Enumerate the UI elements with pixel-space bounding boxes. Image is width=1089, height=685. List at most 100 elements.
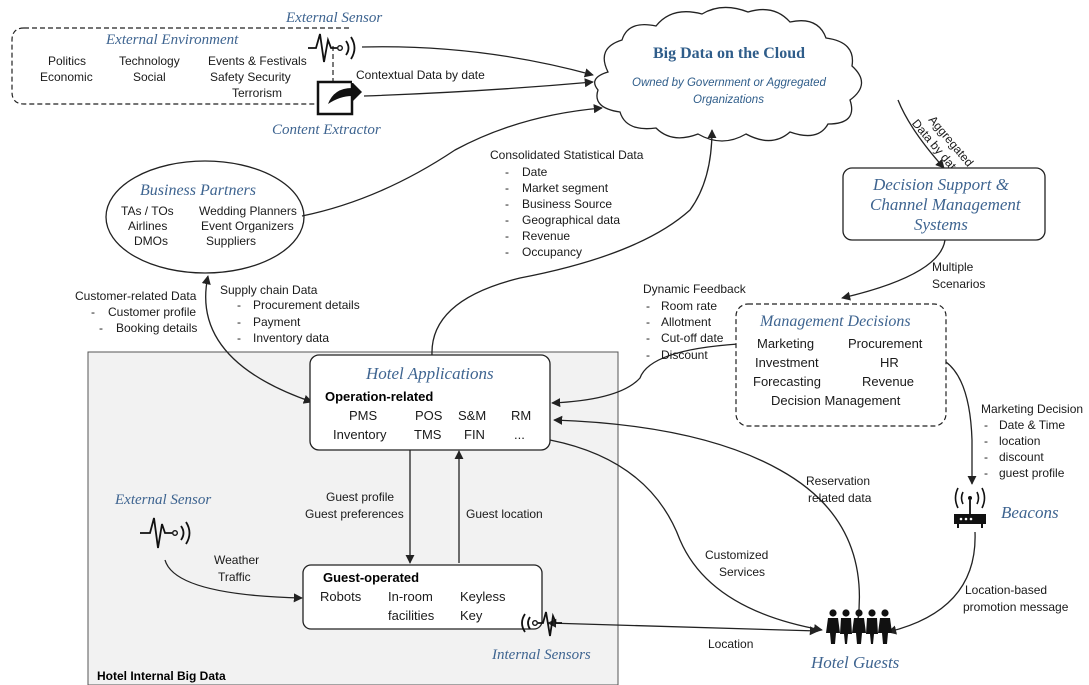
app-inventory: Inventory: [333, 427, 387, 442]
hotel-applications-title: Hotel Applications: [365, 364, 494, 383]
mgmt-to-beacons-arrow: [945, 361, 977, 485]
consolidated-dash-3: -: [505, 213, 509, 227]
multiple-scenarios-2: Scenarios: [932, 277, 985, 291]
weather-label-2: Traffic: [218, 570, 251, 584]
app-pos: POS: [415, 408, 443, 423]
external-sensor-top-label: External Sensor: [285, 10, 382, 26]
env-technology: Technology: [119, 54, 180, 68]
go-inroom: In-room: [388, 589, 433, 604]
app-more: ...: [514, 427, 525, 442]
contextual-arrow-bottom: [363, 78, 594, 97]
md-procurement: Procurement: [848, 336, 923, 351]
consolidated-dash-5: -: [505, 245, 509, 259]
location-promo-1: Location-based: [965, 583, 1047, 597]
md-marketing: Marketing: [757, 336, 814, 351]
customer-data-title: Customer-related Data: [75, 289, 197, 303]
feedback-dash-1: -: [646, 315, 650, 329]
customized-label-2: Services: [719, 565, 765, 579]
hotel-to-cloud-arrow: [431, 129, 717, 356]
md-item-0: Date & Time: [999, 418, 1065, 432]
multiple-scenarios-1: Multiple: [932, 260, 974, 274]
supply-chain-title: Supply chain Data: [220, 283, 318, 297]
feedback-item-2: Cut-off date: [661, 331, 724, 345]
external-environment-box: [11, 27, 350, 105]
mgmt-to-hotel-arrow: [551, 343, 739, 408]
consolidated-dash-0: -: [505, 165, 509, 179]
md-investment: Investment: [755, 355, 819, 370]
customer-item-1: Booking details: [116, 321, 197, 335]
guest-profile-label-2: Guest preferences: [305, 507, 404, 521]
customized-services-arrow: [549, 439, 823, 634]
app-pms: PMS: [349, 408, 378, 423]
go-keyless: Keyless: [460, 589, 506, 604]
internal-sensors-label: Internal Sensors: [491, 647, 591, 663]
location-arrow: [547, 618, 819, 636]
bp-suppliers: Suppliers: [206, 234, 256, 248]
consolidated-item-3: Geographical data: [522, 213, 620, 227]
md-item-1: location: [999, 434, 1040, 448]
contextual-arrow-top: [361, 46, 594, 78]
md-item-dash-2: -: [984, 450, 988, 464]
md-forecasting: Forecasting: [753, 374, 821, 389]
app-sm: S&M: [458, 408, 486, 423]
supply-dash-2: -: [237, 331, 241, 345]
hotel-internal-label: Hotel Internal Big Data: [97, 669, 226, 683]
env-events: Events & Festivals: [208, 54, 307, 68]
md-item-dash-0: -: [984, 418, 988, 432]
customer-dash-0: -: [91, 305, 95, 319]
cloud-subtitle-1: Owned by Government or Aggregated: [632, 77, 827, 89]
feedback-item-3: Discount: [661, 348, 708, 362]
guest-location-label: Guest location: [466, 507, 543, 521]
dss-line3: Systems: [914, 215, 968, 234]
sensor-inner-icon: [140, 517, 191, 549]
supply-dash-0: -: [237, 298, 241, 312]
bp-tas: TAs / TOs: [121, 204, 174, 218]
reservation-label-1: Reservation: [806, 474, 870, 488]
bp-to-cloud-arrow: [301, 104, 603, 217]
md-item-2: discount: [999, 450, 1044, 464]
hotel-guests-label: Hotel Guests: [810, 653, 900, 672]
bp-wedding: Wedding Planners: [199, 204, 297, 218]
consolidated-item-4: Revenue: [522, 229, 570, 243]
app-tms: TMS: [414, 427, 442, 442]
beacons-label: Beacons: [1001, 503, 1059, 522]
md-item-dash-1: -: [984, 434, 988, 448]
feedback-item-0: Room rate: [661, 299, 717, 313]
env-terrorism: Terrorism: [232, 86, 282, 100]
supply-item-2: Inventory data: [253, 331, 329, 345]
env-politics: Politics: [48, 54, 86, 68]
consolidated-item-0: Date: [522, 165, 548, 179]
guest-profile-label-1: Guest profile: [326, 490, 394, 504]
cloud-title: Big Data on the Cloud: [653, 45, 805, 62]
marketing-decision-title: Marketing Decision: [981, 402, 1083, 416]
location-promo-2: promotion message: [963, 600, 1069, 614]
content-extractor-label: Content Extractor: [272, 122, 381, 138]
consolidated-list: - Date - Market segment - Business Sourc…: [505, 165, 620, 259]
sensor-wave-icon: [308, 33, 356, 63]
consolidated-item-1: Market segment: [522, 181, 609, 195]
bp-event: Event Organizers: [201, 219, 294, 233]
business-partners-ellipse: [105, 160, 305, 274]
consolidated-dash-2: -: [505, 197, 509, 211]
md-item-3: guest profile: [999, 466, 1065, 480]
go-robots: Robots: [320, 589, 362, 604]
supply-item-1: Payment: [253, 315, 301, 329]
guest-operated-title: Guest-operated: [323, 570, 419, 585]
reservation-label-2: related data: [808, 491, 872, 505]
feedback-dash-2: -: [646, 331, 650, 345]
contextual-label-bg: [352, 66, 502, 83]
md-revenue: Revenue: [862, 374, 914, 389]
decision-support-box: [842, 167, 1046, 241]
customer-dash-1: -: [99, 321, 103, 335]
business-partners-title: Business Partners: [140, 182, 256, 199]
env-safety: Safety Security: [210, 70, 291, 84]
supply-item-0: Procurement details: [253, 298, 360, 312]
env-social: Social: [133, 70, 166, 84]
app-rm: RM: [511, 408, 531, 423]
management-decisions-box: [735, 303, 947, 427]
operation-related-label: Operation-related: [325, 389, 433, 404]
dss-line1: Decision Support &: [872, 175, 1010, 194]
feedback-item-1: Allotment: [661, 315, 712, 329]
md-decision-mgmt: Decision Management: [771, 393, 901, 408]
